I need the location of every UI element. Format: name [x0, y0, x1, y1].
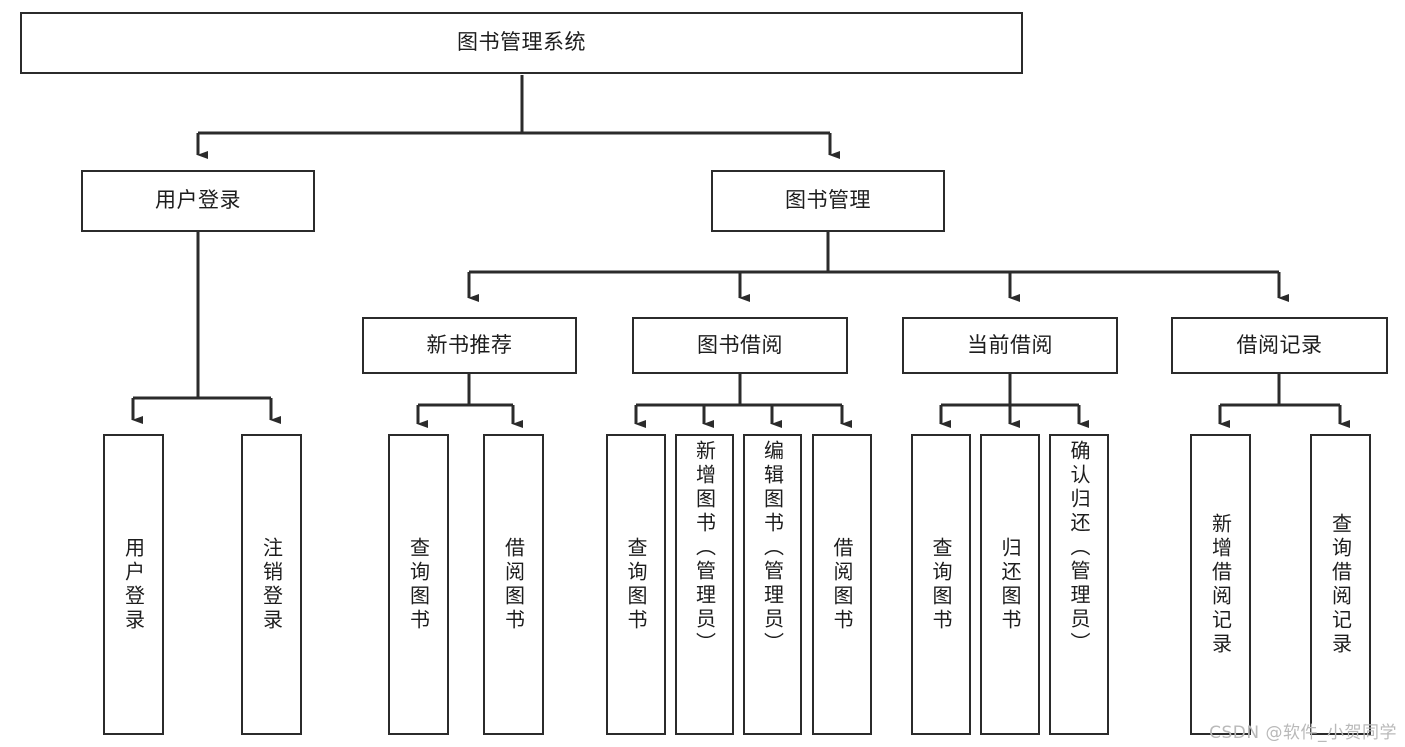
node-label: 新书推荐: [426, 332, 513, 357]
node-label: 查询图书: [406, 536, 431, 633]
leaf-add-borrow-record[interactable]: 新增借阅记录: [1190, 434, 1251, 735]
node-user-login[interactable]: 用户登录: [81, 170, 315, 232]
leaf-return-book[interactable]: 归还图书: [980, 434, 1040, 735]
leaf-add-book-admin[interactable]: 新增图书（管理员）: [675, 434, 734, 735]
node-book-borrow[interactable]: 图书借阅: [632, 317, 848, 374]
node-current-borrow[interactable]: 当前借阅: [902, 317, 1118, 374]
node-label: 查询图书: [624, 536, 648, 633]
node-label: 借阅图书: [830, 536, 854, 633]
node-label: 确认归还（管理员）: [1067, 440, 1091, 656]
node-label: 新增借阅记录: [1208, 512, 1233, 657]
node-label: 查询借阅记录: [1328, 512, 1353, 657]
node-label: 归还图书: [998, 536, 1022, 633]
node-label: 用户登录: [155, 188, 241, 213]
leaf-user-login[interactable]: 用户登录: [103, 434, 164, 735]
node-label: 用户登录: [121, 536, 146, 633]
leaf-query-borrow-record[interactable]: 查询借阅记录: [1310, 434, 1371, 735]
node-label: 借阅图书: [501, 536, 526, 633]
node-borrow-record[interactable]: 借阅记录: [1171, 317, 1388, 374]
leaf-query-book-borrow[interactable]: 查询图书: [606, 434, 666, 735]
leaf-query-book-recommend[interactable]: 查询图书: [388, 434, 449, 735]
node-label: 新增图书（管理员）: [692, 440, 717, 656]
node-label: 查询图书: [929, 536, 953, 633]
node-label: 当前借阅: [967, 332, 1053, 357]
leaf-logout-login[interactable]: 注销登录: [241, 434, 302, 735]
node-label: 图书管理系统: [457, 30, 586, 55]
node-label: 注销登录: [259, 536, 284, 633]
leaf-borrow-book[interactable]: 借阅图书: [812, 434, 872, 735]
node-label: 图书借阅: [697, 332, 783, 357]
node-label: 借阅记录: [1236, 332, 1323, 357]
node-root-book-management-system[interactable]: 图书管理系统: [20, 12, 1023, 74]
node-book-management[interactable]: 图书管理: [711, 170, 945, 232]
node-label: 图书管理: [785, 188, 871, 213]
leaf-query-book-current[interactable]: 查询图书: [911, 434, 971, 735]
node-label: 编辑图书（管理员）: [760, 440, 785, 656]
leaf-borrow-book-recommend[interactable]: 借阅图书: [483, 434, 544, 735]
leaf-edit-book-admin[interactable]: 编辑图书（管理员）: [743, 434, 802, 735]
node-new-book-recommend[interactable]: 新书推荐: [362, 317, 577, 374]
leaf-confirm-return-admin[interactable]: 确认归还（管理员）: [1049, 434, 1109, 735]
